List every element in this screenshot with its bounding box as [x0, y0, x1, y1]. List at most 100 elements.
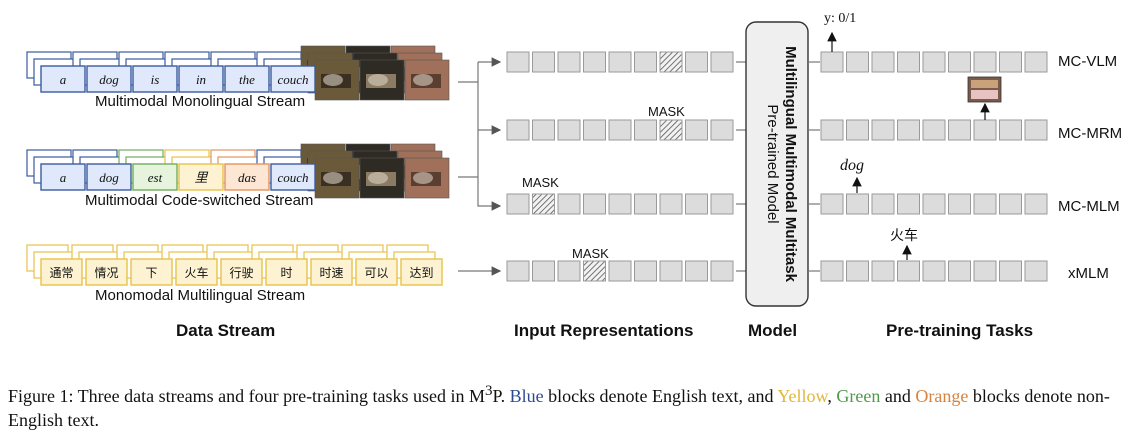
task-label-xmlm: xMLM: [1068, 265, 1109, 282]
token-block: the: [224, 65, 270, 93]
caption-yellow-word: Yellow: [777, 386, 828, 406]
output-row: [808, 119, 1048, 141]
token-block: is: [132, 65, 178, 93]
input-cell: [506, 119, 530, 141]
masked-cell: [659, 51, 683, 73]
token-text: 时: [280, 266, 292, 280]
image-region-tile: [404, 157, 450, 199]
reconstructed-region-image: [967, 76, 1002, 103]
image-region-tile: [404, 59, 450, 101]
token-text: couch: [277, 72, 308, 87]
stream-title: Multimodal Code-switched Stream: [85, 192, 313, 209]
stream-token-blocks: 通常情况下火车行驶时时速可以达到: [40, 258, 443, 286]
output-cell: [846, 119, 869, 141]
output-cell: [999, 260, 1022, 282]
output-cell: [846, 193, 869, 215]
image-region-tile: [314, 59, 360, 101]
input-cell: [634, 119, 657, 141]
token-block: a: [40, 65, 86, 93]
masked-cell: [583, 260, 606, 282]
input-representation-rows: [506, 51, 746, 282]
output-row: [808, 193, 1048, 215]
input-cell: [685, 119, 708, 141]
token-block: 可以: [355, 258, 398, 286]
task-label-mc-mlm: MC-MLM: [1058, 198, 1120, 215]
token-text: 下: [145, 266, 157, 280]
output-cell: [1024, 51, 1048, 73]
token-text: 情况: [94, 266, 118, 280]
token-block: a: [40, 163, 86, 191]
input-cell: [659, 193, 683, 215]
input-cell: [506, 51, 530, 73]
token-block: couch: [270, 163, 316, 191]
input-cell: [557, 260, 581, 282]
output-cell: [897, 260, 920, 282]
output-cell: [1024, 193, 1048, 215]
input-cell: [583, 119, 606, 141]
masked-cell: [532, 193, 555, 215]
input-cell: [659, 260, 683, 282]
output-cell: [871, 119, 895, 141]
input-cell: [685, 260, 708, 282]
image-region-tile: [359, 59, 405, 101]
output-cell: [973, 260, 997, 282]
model-label-line2: Pre-trained Model: [764, 104, 781, 223]
output-row: [808, 51, 1048, 73]
caption-blue-word: Blue: [509, 386, 544, 406]
vlm-output: y: 0/1: [824, 11, 856, 26]
caption-superscript: 3: [485, 383, 493, 399]
token-text: in: [196, 72, 206, 87]
token-text: 可以: [364, 266, 388, 280]
output-cell: [1024, 260, 1048, 282]
model-box: Multilingual Multimodal Multitask Pre-tr…: [745, 21, 809, 307]
output-cell: [973, 51, 997, 73]
output-cell: [820, 51, 844, 73]
output-cell: [999, 51, 1022, 73]
input-cell: [608, 260, 632, 282]
input-cell: [608, 119, 632, 141]
image-region-tile: [314, 157, 360, 199]
token-block: in: [178, 65, 224, 93]
caption-orange-word: Orange: [915, 386, 969, 406]
caption-text: blocks denote English text, and: [543, 386, 778, 406]
token-block: 下: [130, 258, 173, 286]
input-cell: [710, 260, 734, 282]
token-block: das: [224, 163, 270, 191]
input-cell: [685, 51, 708, 73]
input-row: [506, 193, 746, 215]
token-block: 里: [178, 163, 224, 191]
mask-label: MASK: [522, 175, 559, 190]
output-cell: [973, 193, 997, 215]
output-cell: [999, 119, 1022, 141]
output-cell: [897, 119, 920, 141]
token-text: 达到: [409, 266, 433, 280]
token-text: 里: [194, 170, 208, 185]
token-block: 达到: [400, 258, 443, 286]
image-region-strip: [300, 143, 450, 199]
section-input-representations: Input Representations: [514, 321, 693, 340]
token-text: couch: [277, 170, 308, 185]
output-cell: [948, 260, 971, 282]
output-cell: [820, 193, 844, 215]
output-cell: [846, 260, 869, 282]
mlm-output: dog: [840, 157, 864, 174]
xmlm-output: 火车: [890, 227, 918, 244]
token-block: 行驶: [220, 258, 263, 286]
input-cell: [685, 193, 708, 215]
output-cell: [948, 119, 971, 141]
token-text: dog: [99, 72, 119, 87]
output-cell: [973, 119, 997, 141]
token-text: a: [60, 72, 67, 87]
input-cell: [557, 119, 581, 141]
masked-cell: [659, 119, 683, 141]
input-row: [506, 260, 746, 282]
token-block: 火车: [175, 258, 218, 286]
input-cell: [557, 193, 581, 215]
token-text: 火车: [184, 265, 208, 280]
output-cell: [871, 260, 895, 282]
token-block: est: [132, 163, 178, 191]
